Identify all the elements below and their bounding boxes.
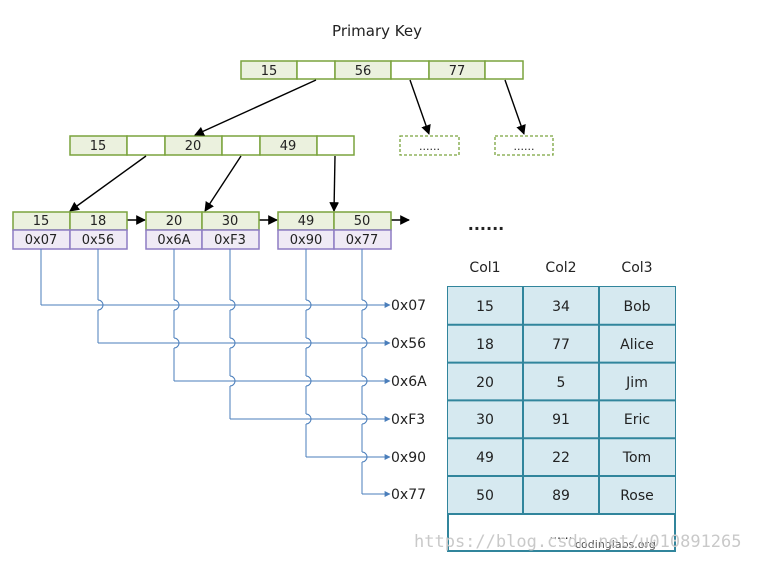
pointer-label: 0x07: [391, 298, 426, 314]
credit-watermark: codinglabs.org: [575, 538, 656, 551]
table-row: 18 77 Alice: [476, 337, 654, 353]
table-cell: Bob: [623, 299, 650, 315]
leaf-address: 0xF3: [214, 233, 246, 248]
table-cell: 22: [552, 450, 570, 466]
url-watermark: https://blog.csdn.net/u010891265: [414, 532, 742, 552]
more-ellipsis: ......: [468, 215, 504, 234]
table-cell: Rose: [620, 488, 654, 504]
column-header: Col3: [621, 260, 652, 276]
leaf-address: 0x90: [290, 233, 323, 248]
table-row: 20 5 Jim: [476, 375, 648, 391]
leaf-node: 49 50 0x90 0x77: [277, 211, 392, 250]
pointer-label: 0x6A: [391, 374, 427, 390]
table-cell: 30: [476, 412, 494, 428]
leaf-address: 0x56: [82, 233, 115, 248]
leaf-key: 20: [166, 214, 183, 229]
table-row: 50 89 Rose: [476, 488, 654, 504]
data-table: Col1 Col2 Col3 15 34 Bob 18 77 Alice 20 …: [447, 260, 676, 552]
table-cell: 77: [552, 337, 570, 353]
internal-key: 49: [280, 139, 297, 154]
placeholder-node: ......: [399, 135, 460, 156]
placeholder-text: ......: [514, 140, 535, 153]
leaf-node: 20 30 0x6A 0xF3: [145, 211, 260, 250]
root-key: 56: [355, 64, 372, 79]
placeholder-text: ......: [419, 140, 440, 153]
leaf-key: 15: [33, 214, 50, 229]
table-cell: Eric: [624, 412, 650, 428]
leaf-address: 0x07: [25, 233, 58, 248]
pointer-label: 0x90: [391, 450, 426, 466]
internal-key: 15: [90, 139, 107, 154]
table-row: 30 91 Eric: [476, 412, 650, 428]
diagram-title: Primary Key: [332, 22, 422, 40]
internal-node: 15 20 49: [69, 135, 355, 156]
table-cell: Tom: [622, 450, 651, 466]
table-cell: 49: [476, 450, 494, 466]
table-cell: 50: [476, 488, 494, 504]
root-key: 77: [449, 64, 466, 79]
pointer-lines: [40, 249, 391, 497]
table-cell: 5: [557, 375, 566, 391]
table-cell: 34: [552, 299, 570, 315]
column-header: Col2: [545, 260, 576, 276]
table-cell: Jim: [625, 375, 648, 391]
pointer-labels: 0x07 0x56 0x6A 0xF3 0x90 0x77: [391, 298, 427, 503]
leaf-key: 50: [354, 214, 371, 229]
table-cell: Alice: [620, 337, 654, 353]
leaf-key: 18: [90, 214, 107, 229]
table-cell: 89: [552, 488, 570, 504]
leaf-key: 49: [298, 214, 315, 229]
leaf-address: 0x77: [346, 233, 379, 248]
internal-key: 20: [185, 139, 202, 154]
table-row: 49 22 Tom: [476, 450, 651, 466]
pointer-label: 0xF3: [391, 412, 425, 428]
leaf-key: 30: [222, 214, 239, 229]
column-header: Col1: [469, 260, 500, 276]
leaf-address: 0x6A: [157, 233, 190, 248]
table-row: 15 34 Bob: [476, 299, 651, 315]
leaf-node: 15 18 0x07 0x56: [12, 211, 128, 250]
table-cell: 18: [476, 337, 494, 353]
root-key: 15: [261, 64, 278, 79]
tree-arrows: [69, 79, 526, 225]
table-footer-ellipsis: ......: [550, 528, 573, 542]
table-cell: 91: [552, 412, 570, 428]
table-cell: 20: [476, 375, 494, 391]
pointer-label: 0x56: [391, 336, 426, 352]
root-node: 15 56 77: [240, 60, 524, 80]
table-cell: 15: [476, 299, 494, 315]
pointer-label: 0x77: [391, 487, 426, 503]
placeholder-node: ......: [494, 135, 554, 156]
